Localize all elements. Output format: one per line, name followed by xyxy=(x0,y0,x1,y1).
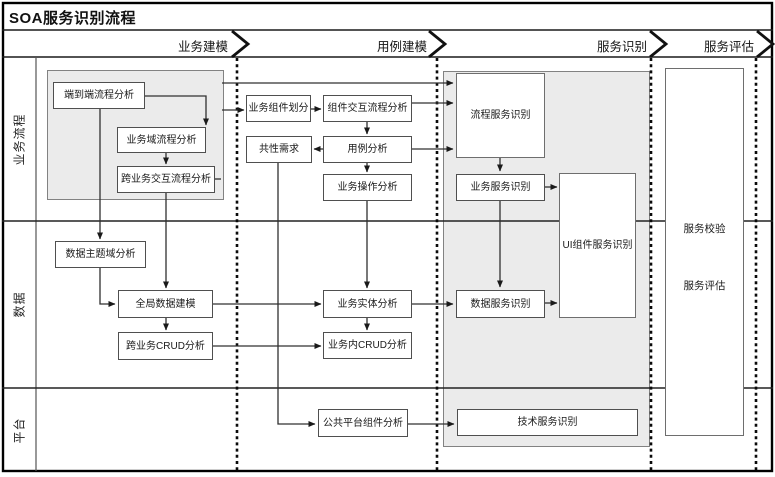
phase-arrow-icon xyxy=(649,29,669,59)
node-end-to-end-process-analysis: 端到端流程分析 xyxy=(53,82,145,109)
node-process-service-identification: 流程服务识别 xyxy=(456,73,545,158)
node-cross-business-interaction-analysis: 跨业务交互流程分析 xyxy=(117,166,215,193)
node-business-operation-analysis: 业务操作分析 xyxy=(323,174,412,201)
phase-label-business-modeling: 业务建模 xyxy=(177,40,228,54)
node-business-component-partition: 业务组件划分 xyxy=(246,95,311,122)
page-title: SOA服务识别流程 xyxy=(9,10,137,27)
phase-arrow-icon xyxy=(428,29,448,59)
node-business-entity-analysis: 业务实体分析 xyxy=(323,290,412,318)
node-data-subject-domain-analysis: 数据主题域分析 xyxy=(55,241,146,268)
phase-arrow-icon xyxy=(756,29,775,59)
service-evaluation-label: 服务评估 xyxy=(683,280,726,292)
node-ui-component-service-identification: UI组件服务识别 xyxy=(559,173,636,318)
node-business-domain-process-analysis: 业务域流程分析 xyxy=(117,127,206,153)
phase-label-usecase-modeling: 用例建模 xyxy=(376,40,427,54)
node-cross-business-crud-analysis: 跨业务CRUD分析 xyxy=(118,332,213,360)
phase-boundary-dashed-lines xyxy=(235,58,758,471)
phase-arrow-icon xyxy=(231,29,251,59)
phase-label-service-evaluation: 服务评估 xyxy=(703,40,754,54)
phase-arrow-icons xyxy=(231,29,775,59)
node-business-service-identification: 业务服务识别 xyxy=(456,174,545,201)
node-intra-business-crud-analysis: 业务内CRUD分析 xyxy=(323,332,412,359)
node-usecase-analysis: 用例分析 xyxy=(323,136,412,163)
connectors xyxy=(97,80,558,427)
phase-label-service-identification: 服务识别 xyxy=(596,40,647,54)
node-data-service-identification: 数据服务识别 xyxy=(456,290,545,318)
node-service-evaluation-column: 服务校验 服务评估 xyxy=(665,68,744,436)
node-common-requirements: 共性需求 xyxy=(246,136,312,163)
node-public-platform-component-analysis: 公共平台组件分析 xyxy=(318,409,408,437)
node-global-data-modeling: 全局数据建模 xyxy=(118,290,213,318)
node-component-interaction-analysis: 组件交互流程分析 xyxy=(323,95,412,122)
service-verification-label: 服务校验 xyxy=(683,223,726,235)
node-technical-service-identification: 技术服务识别 xyxy=(457,409,638,436)
